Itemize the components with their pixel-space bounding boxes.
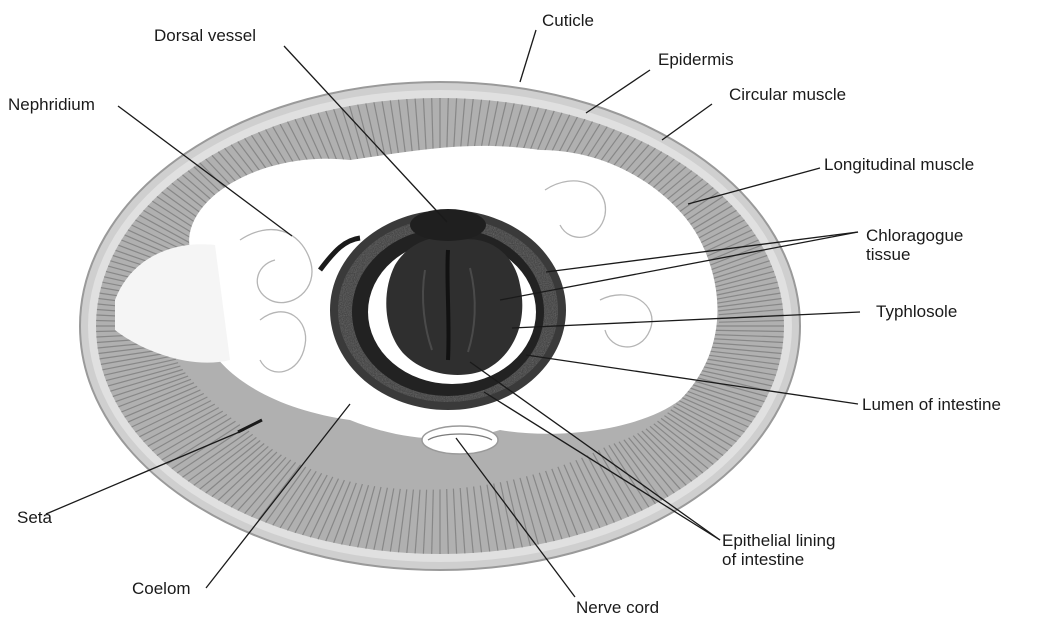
leader-epidermis <box>586 70 650 113</box>
label-epithelial-line1: Epithelial lining <box>722 531 835 550</box>
label-coelom: Coelom <box>132 579 191 598</box>
label-nephridium: Nephridium <box>8 95 95 114</box>
label-chloragogue-line1: Chloragogue <box>866 226 963 245</box>
label-dorsal-vessel: Dorsal vessel <box>154 26 256 45</box>
label-cuticle: Cuticle <box>542 11 594 30</box>
label-longitudinal-muscle: Longitudinal muscle <box>824 155 974 174</box>
label-nerve-cord: Nerve cord <box>576 598 659 617</box>
label-epidermis: Epidermis <box>658 50 734 69</box>
label-chloragogue-line2: tissue <box>866 245 910 264</box>
leader-cuticle <box>520 30 536 82</box>
leader-circular-muscle <box>662 104 712 140</box>
label-epithelial-line2: of intestine <box>722 550 804 569</box>
nerve-cord-structure <box>422 426 498 454</box>
label-seta: Seta <box>17 508 52 527</box>
dorsal-vessel <box>410 209 486 241</box>
label-lumen-of-intestine: Lumen of intestine <box>862 395 1001 414</box>
label-circular-muscle: Circular muscle <box>729 85 846 104</box>
typhlosole <box>386 237 522 375</box>
label-typhlosole: Typhlosole <box>876 302 957 321</box>
